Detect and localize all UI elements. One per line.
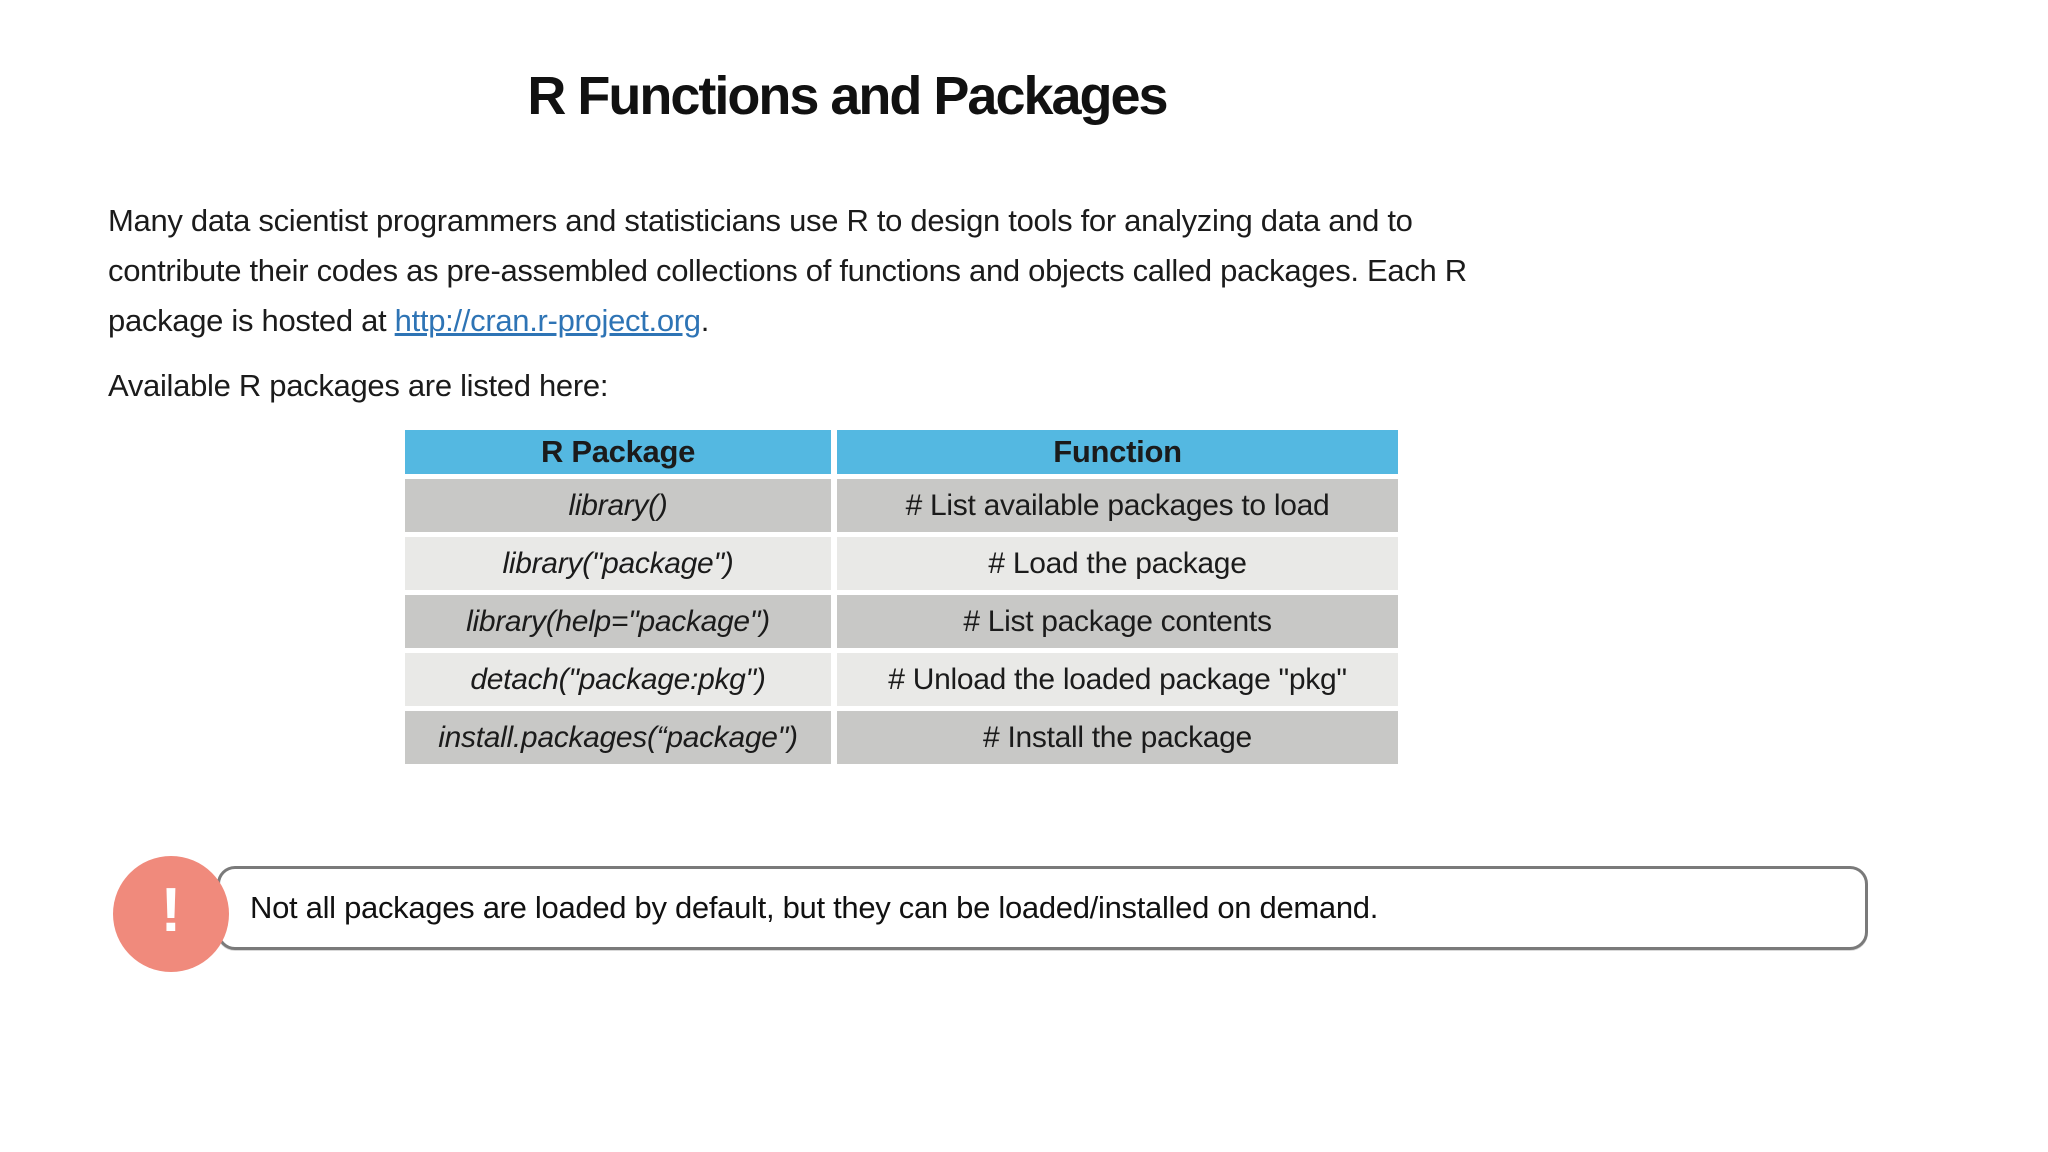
table-cell-function: # Install the package bbox=[837, 711, 1398, 764]
table-header-package: R Package bbox=[405, 430, 831, 474]
page-title: R Functions and Packages bbox=[527, 66, 1168, 126]
table-cell-package: library() bbox=[405, 479, 831, 532]
cran-link[interactable]: http://cran.r-project.org bbox=[394, 303, 701, 338]
intro-line-3-suffix: . bbox=[700, 303, 710, 338]
table-cell-package: detach("package:pkg") bbox=[405, 653, 831, 706]
table-cell-function: # List package contents bbox=[837, 595, 1398, 648]
table-cell-function: # Unload the loaded package "pkg" bbox=[837, 653, 1398, 706]
table-intro-text: Available R packages are listed here: bbox=[108, 368, 609, 403]
table-cell-function: # List available packages to load bbox=[837, 479, 1398, 532]
intro-line-3-prefix: package is hosted at bbox=[108, 303, 395, 338]
r-packages-table: R Package Function library() # List avai… bbox=[405, 430, 1398, 764]
table-header-function: Function bbox=[837, 430, 1398, 474]
intro-line-3: package is hosted at http://cran.r-proje… bbox=[108, 296, 1868, 346]
note-callout: Not all packages are loaded by default, … bbox=[217, 866, 1868, 950]
intro-line-1: Many data scientist programmers and stat… bbox=[108, 203, 1413, 238]
exclamation-icon: ! bbox=[113, 856, 229, 972]
table-cell-package: library("package") bbox=[405, 537, 831, 590]
intro-line-2: contribute their codes as pre-assembled … bbox=[108, 253, 1467, 288]
note-text: Not all packages are loaded by default, … bbox=[250, 890, 1379, 925]
table-cell-function: # Load the package bbox=[837, 537, 1398, 590]
exclamation-glyph: ! bbox=[160, 876, 182, 945]
table-cell-package: install.packages(“package") bbox=[405, 711, 831, 764]
intro-paragraph: Many data scientist programmers and stat… bbox=[108, 196, 1868, 346]
table-cell-package: library(help="package") bbox=[405, 595, 831, 648]
